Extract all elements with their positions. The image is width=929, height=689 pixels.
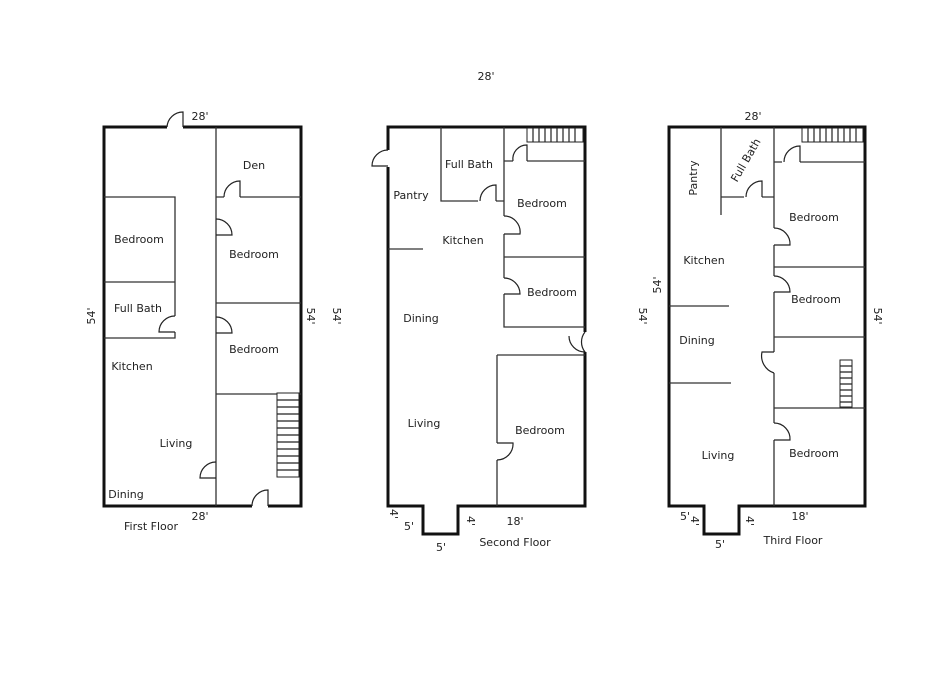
room-label: Full Bath (114, 302, 162, 315)
dimension-label: 54' (85, 307, 98, 324)
door-icon (503, 215, 521, 235)
room-label: Pantry (393, 189, 429, 202)
exterior-wall (386, 125, 587, 536)
door-icon (760, 351, 775, 374)
floor-title: Third Floor (763, 534, 823, 547)
room-label: Dining (108, 488, 144, 501)
room-label: Kitchen (442, 234, 483, 247)
top-dimension: 28' (477, 70, 494, 83)
dimension-label: 18' (791, 510, 808, 523)
door-icon (568, 331, 587, 353)
room-label: Living (160, 437, 193, 450)
third-floor-plan: Pantry Full Bath Kitchen Bedroom Bedroom… (636, 110, 884, 551)
door-icon (158, 315, 176, 333)
door-icon (496, 442, 514, 461)
door-icon (503, 277, 521, 295)
room-label: Pantry (687, 160, 700, 196)
door-icon (199, 461, 217, 479)
room-label: Bedroom (789, 447, 839, 460)
room-label: Dining (679, 334, 715, 347)
exterior-wall (102, 125, 303, 508)
door-icon (773, 422, 791, 441)
room-label: Bedroom (517, 197, 567, 210)
stairs-icon (526, 127, 584, 143)
second-floor-plan: Pantry Full Bath Kitchen Bedroom Bedroom… (371, 125, 587, 554)
door-icon (773, 227, 791, 246)
dimension-label: 5' (436, 541, 446, 554)
dimension-label: 54' (330, 307, 343, 324)
dimension-label: 4' (743, 516, 756, 526)
door-icon (215, 316, 233, 334)
door-icon (773, 275, 791, 293)
interior-walls (388, 127, 585, 506)
room-label: Bedroom (527, 286, 577, 299)
interior-walls (104, 127, 301, 506)
dimension-label: 5' (715, 538, 725, 551)
door-icon (166, 111, 184, 128)
room-label: Bedroom (515, 424, 565, 437)
dimension-label: 54' (304, 307, 317, 324)
dimension-label: 4' (688, 516, 701, 526)
door-icon (251, 489, 269, 507)
dimension-label: 18' (506, 515, 523, 528)
room-label: Bedroom (791, 293, 841, 306)
room-label: Bedroom (229, 343, 279, 356)
door-icon (215, 218, 233, 236)
door-icon (745, 180, 763, 198)
room-label: Full Bath (728, 136, 763, 184)
room-label: Bedroom (114, 233, 164, 246)
dimension-label: 28' (191, 510, 208, 523)
interior-walls (669, 127, 865, 506)
dimension-label: 54' (636, 307, 649, 324)
dimension-label: 5' (404, 520, 414, 533)
dimension-label: 5' (680, 510, 690, 523)
room-label: Dining (403, 312, 439, 325)
room-label: Living (702, 449, 735, 462)
door-icon (223, 180, 241, 198)
room-label: Bedroom (789, 211, 839, 224)
dimension-label: 54' (651, 276, 664, 293)
stairs-icon (276, 392, 300, 478)
door-icon (371, 149, 389, 167)
dimension-label: 4' (464, 516, 477, 526)
dimension-label: 4' (387, 509, 400, 519)
exterior-wall (667, 125, 867, 536)
first-floor-plan: 28' 28' 54' 54' 54' Den Bedroom Bedroom … (85, 110, 343, 533)
dimension-label: 54' (871, 307, 884, 324)
door-icon (783, 145, 801, 163)
floor-title: First Floor (124, 520, 178, 533)
room-label: Full Bath (445, 158, 493, 171)
door-icon (479, 184, 497, 202)
dimension-label: 28' (191, 110, 208, 123)
room-label: Bedroom (229, 248, 279, 261)
room-label: Living (408, 417, 441, 430)
room-label: Kitchen (111, 360, 152, 373)
stairs-icon (839, 359, 853, 408)
floor-title: Second Floor (479, 536, 551, 549)
stairs-icon (801, 127, 864, 143)
room-label: Kitchen (683, 254, 724, 267)
door-icon (512, 144, 528, 162)
room-label: Den (243, 159, 265, 172)
dimension-label: 28' (744, 110, 761, 123)
